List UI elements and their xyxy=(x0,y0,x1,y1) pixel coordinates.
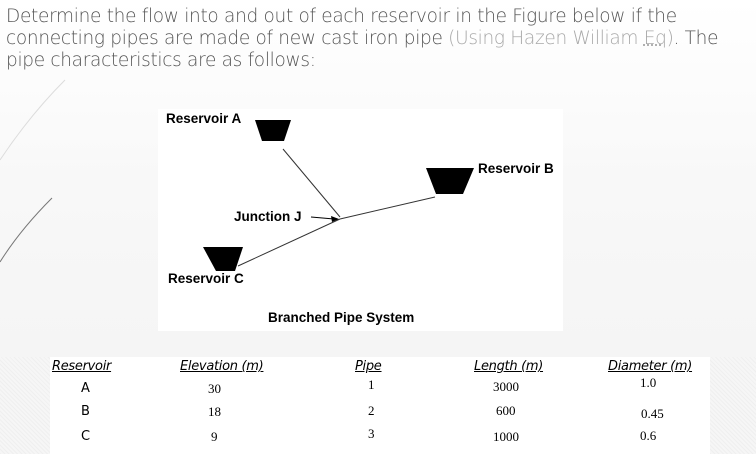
header-elevation: Elevation (m) xyxy=(180,359,264,374)
junction-arrow-line xyxy=(310,216,335,220)
reservoir-name-c: C xyxy=(81,429,91,444)
reservoir-name-b: B xyxy=(81,404,90,419)
reservoir-b-label: Reservoir B xyxy=(478,161,554,176)
elevation-c: 9 xyxy=(211,429,218,444)
decorative-curve-top xyxy=(0,79,66,161)
elevation-b: 18 xyxy=(208,404,221,419)
header-reservoir: Reservoir xyxy=(52,359,112,374)
reservoir-c-icon xyxy=(203,247,243,271)
background-pattern-left xyxy=(0,357,50,454)
header-pipe: Pipe xyxy=(355,359,382,374)
reservoir-name-a: A xyxy=(81,381,90,396)
elevation-a: 30 xyxy=(208,381,221,396)
diameter-pipe-3: 0.6 xyxy=(640,428,657,443)
problem-text-main: Determine the flow into and out of each … xyxy=(6,6,677,49)
pipe-2-line xyxy=(339,196,436,220)
diameter-pipe-2: 0.45 xyxy=(641,406,664,421)
problem-statement: Determine the flow into and out of each … xyxy=(6,6,751,72)
junction-arrow-head-icon xyxy=(331,216,339,222)
pipe-number-2: 2 xyxy=(368,403,375,418)
reservoir-b-icon xyxy=(426,168,474,194)
pipe-3-line xyxy=(237,218,341,267)
length-pipe-2: 600 xyxy=(496,403,516,418)
problem-text-end: . The pipe characteristics are as follow… xyxy=(6,28,719,71)
reservoir-a-icon xyxy=(255,120,291,141)
branched-pipe-figure: Reservoir A Reservoir B Reservoir C Junc… xyxy=(158,109,563,331)
length-pipe-3: 1000 xyxy=(493,429,519,444)
pipe-characteristics-table: Reservoir Elevation (m) Pipe Length (m) … xyxy=(50,357,710,454)
diameter-pipe-1: 1.0 xyxy=(640,375,657,390)
header-diameter: Diameter (m) xyxy=(608,359,693,374)
problem-hint: (Using Hazen William xyxy=(448,28,644,49)
pipe-number-1: 1 xyxy=(368,377,375,392)
pipe-diagram xyxy=(203,120,474,271)
reservoir-c-label: Reservoir C xyxy=(168,271,244,286)
decorative-curve-bottom xyxy=(0,197,53,263)
background-pattern-right xyxy=(710,357,756,454)
pipe-number-3: 3 xyxy=(368,426,375,441)
junction-label: Junction J xyxy=(234,209,302,224)
pipe-1-line xyxy=(282,148,341,218)
figure-caption: Branched Pipe System xyxy=(268,310,415,325)
length-pipe-1: 3000 xyxy=(493,379,519,394)
reservoir-a-label: Reservoir A xyxy=(166,111,242,126)
problem-hint-close: ) xyxy=(666,28,674,49)
header-length: Length (m) xyxy=(474,359,544,374)
problem-hint-eq: Eq xyxy=(643,28,667,49)
